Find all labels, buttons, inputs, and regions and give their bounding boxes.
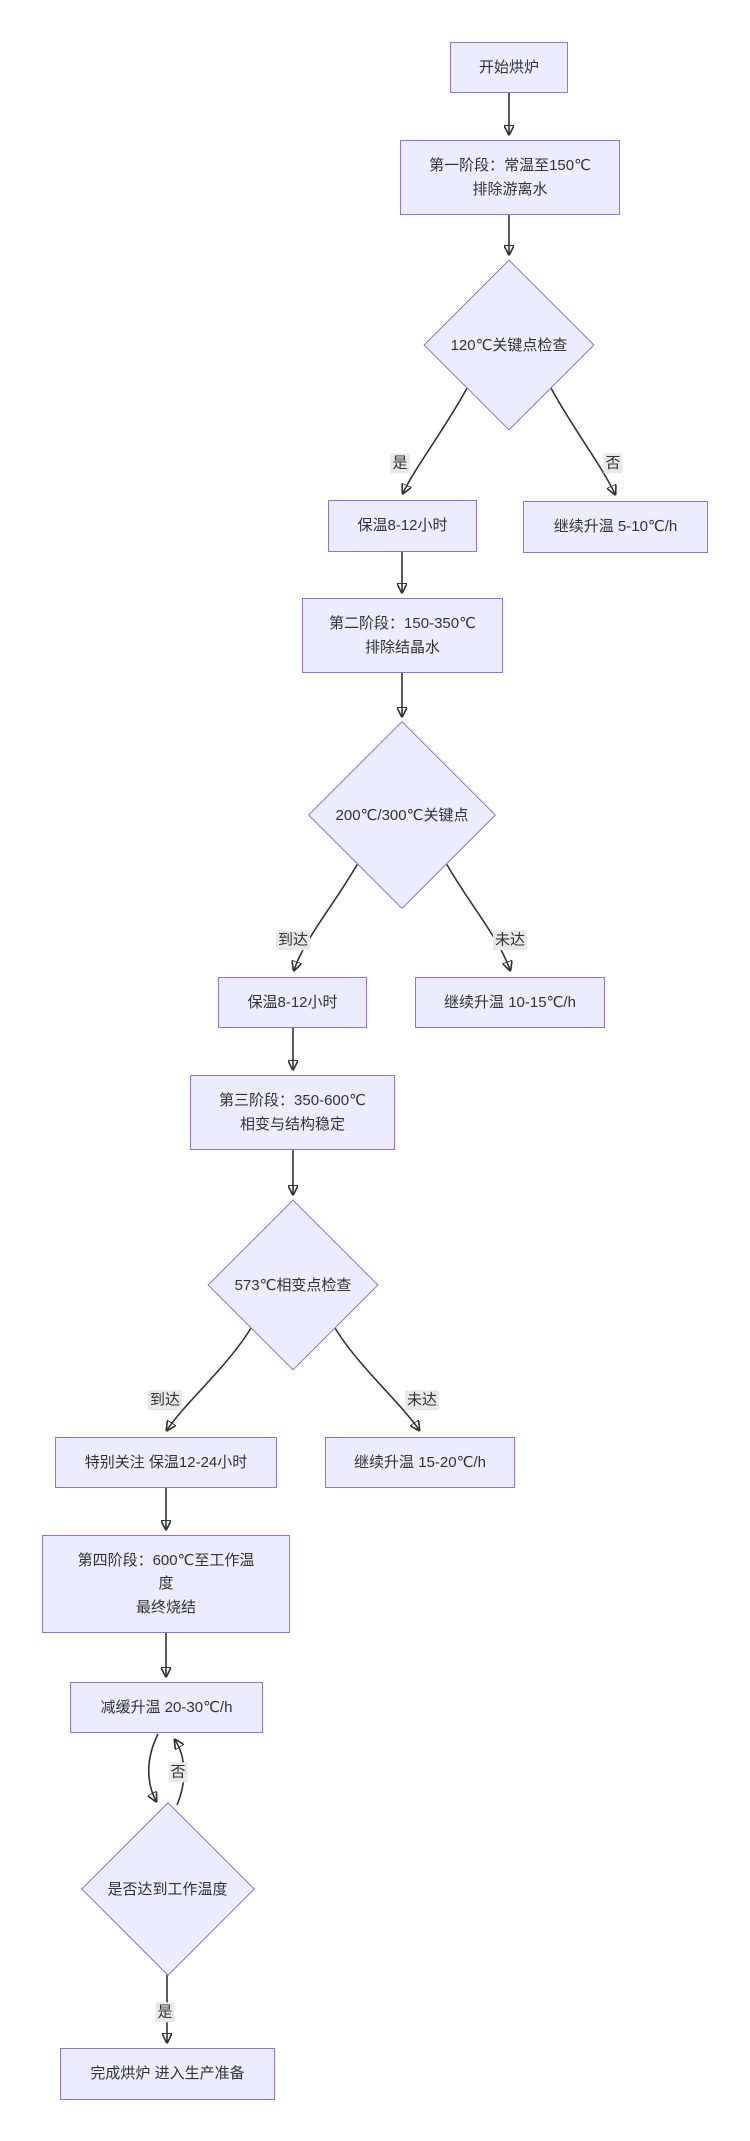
- node-stage4: 第四阶段：600℃至工作温 度 最终烧结: [42, 1535, 290, 1633]
- edge-label-no-worktemp: 否: [168, 1762, 188, 1782]
- node-start: 开始烘炉: [450, 42, 568, 93]
- decision-label: 200℃/300℃关键点: [335, 806, 469, 824]
- node-continue-heat-3: 继续升温 15-20℃/h: [325, 1437, 515, 1488]
- edge-check120-continue1: [550, 387, 615, 494]
- decision-label: 573℃相变点检查: [234, 1276, 352, 1294]
- decision-200-300c-check: 200℃/300℃关键点: [307, 720, 497, 910]
- decision-label: 120℃关键点检查: [450, 336, 568, 354]
- node-continue-heat-2: 继续升温 10-15℃/h: [415, 977, 605, 1028]
- node-stage2: 第二阶段：150-350℃ 排除结晶水: [302, 598, 503, 673]
- node-finish: 完成烘炉 进入生产准备: [60, 2048, 275, 2100]
- edge-label-yes-120: 是: [390, 453, 410, 473]
- edge-label-no-120: 否: [603, 453, 623, 473]
- node-hold-8-12h-1: 保温8-12小时: [328, 500, 477, 552]
- edge-label-reached-200: 到达: [275, 930, 311, 950]
- decision-120c-check: 120℃关键点检查: [423, 259, 595, 431]
- edge-check120-hold1: [403, 387, 468, 493]
- node-stage3: 第三阶段：350-600℃ 相变与结构稳定: [190, 1075, 395, 1150]
- node-hold-12-24h: 特别关注 保温12-24小时: [55, 1437, 277, 1488]
- edge-check573-hold3: [167, 1327, 252, 1430]
- edge-label-not-reached-200: 未达: [492, 930, 528, 950]
- edge-check200-continue2: [445, 862, 510, 970]
- edge-label-reached-573: 到达: [147, 1390, 183, 1410]
- node-stage1: 第一阶段：常温至150℃ 排除游离水: [400, 140, 620, 215]
- decision-label: 是否达到工作温度: [107, 1880, 228, 1898]
- edge-label-not-reached-573: 未达: [404, 1390, 440, 1410]
- decision-work-temp-check: 是否达到工作温度: [80, 1802, 255, 1976]
- edge-check200-hold2: [294, 862, 359, 970]
- node-hold-8-12h-2: 保温8-12小时: [218, 977, 367, 1028]
- node-slow-heat: 减缓升温 20-30℃/h: [70, 1682, 263, 1733]
- edge-slowheat-checkwork: [149, 1733, 159, 1801]
- decision-573c-check: 573℃相变点检查: [207, 1199, 379, 1371]
- edge-check573-continue3: [334, 1327, 419, 1430]
- edge-label-yes-worktemp: 是: [155, 2002, 175, 2022]
- node-continue-heat-1: 继续升温 5-10℃/h: [523, 501, 708, 553]
